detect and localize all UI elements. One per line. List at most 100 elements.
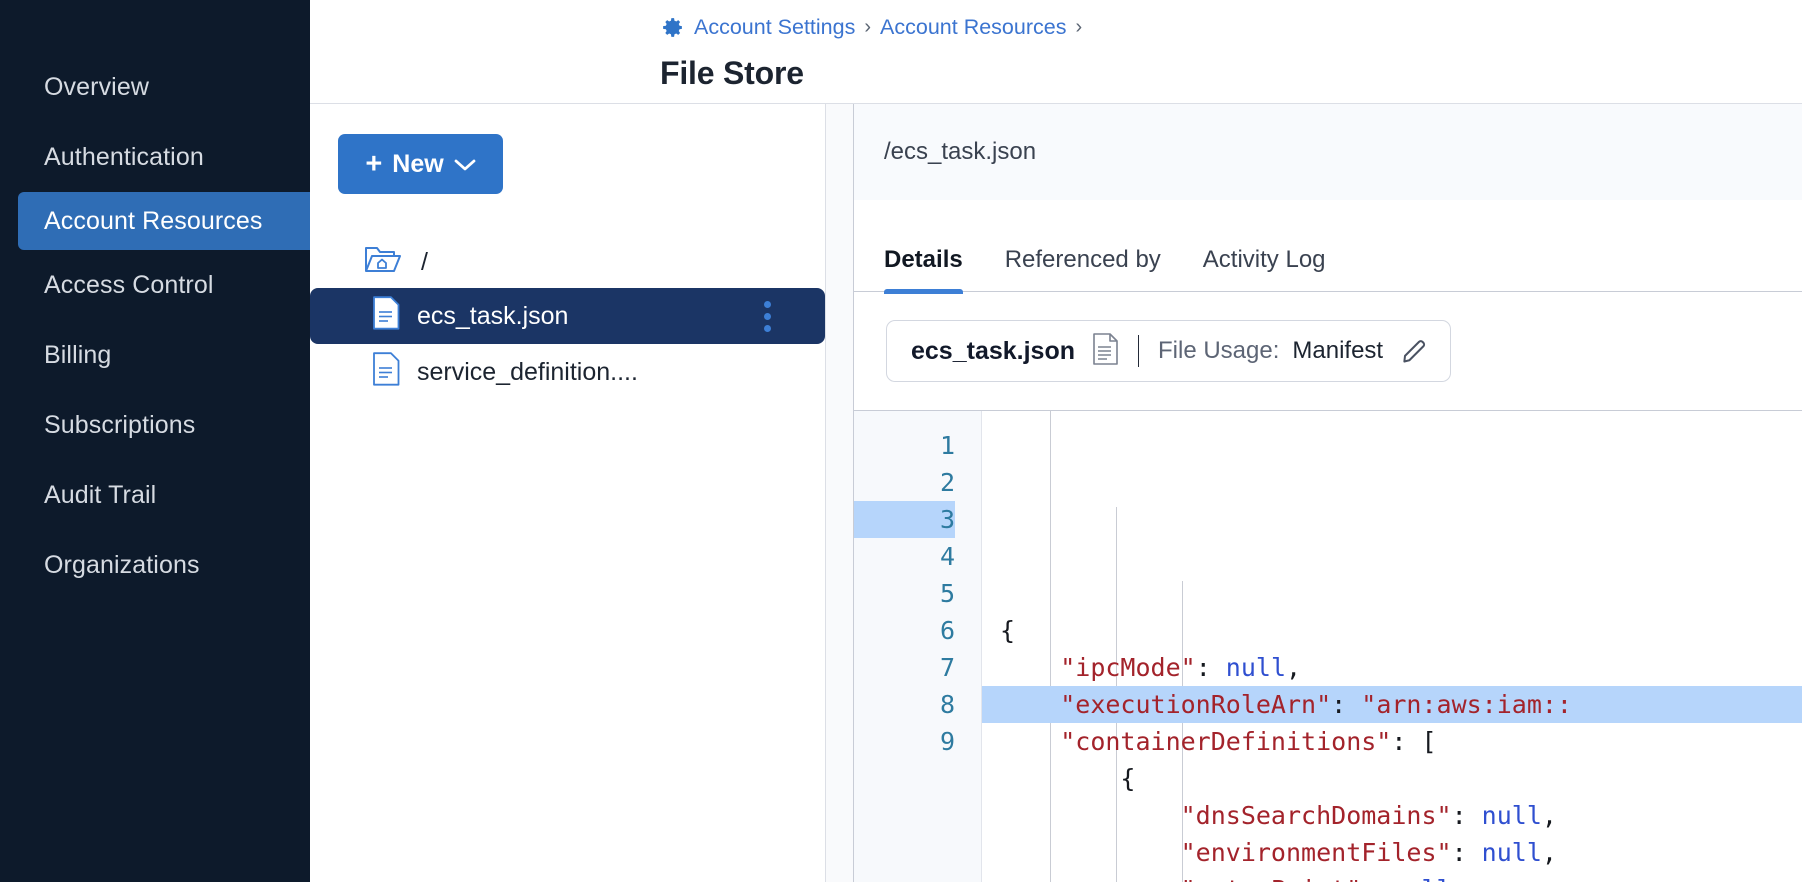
sidebar-item-account-resources[interactable]: Account Resources: [18, 192, 310, 250]
pane-divider[interactable]: [825, 104, 826, 882]
file-meta-area: ecs_task.json File Usage:: [854, 292, 1802, 382]
line-number: 3: [854, 501, 955, 538]
code-line: {: [982, 612, 1802, 649]
code-token: ,: [1541, 838, 1557, 867]
code-token: :: [1331, 690, 1362, 719]
code-token: [1000, 653, 1060, 682]
code-token: null: [1391, 875, 1451, 882]
code-token: {: [1000, 616, 1016, 645]
code-line: "entryPoint": null,: [982, 871, 1802, 882]
code-token: [1000, 875, 1181, 882]
breadcrumb-item-account-resources[interactable]: Account Resources: [880, 14, 1067, 39]
new-button-label: New: [392, 149, 444, 178]
code-token: :: [1451, 801, 1482, 830]
line-number: 2: [939, 468, 955, 497]
sidebar-item-label: Authentication: [44, 142, 204, 171]
code-token: {: [1000, 764, 1136, 793]
file-detail-pane: /ecs_task.json Details Referenced by Activ…: [854, 104, 1802, 882]
line-number: 7: [939, 653, 955, 682]
code-token: null: [1225, 653, 1287, 682]
sidebar-item-overview[interactable]: Overview: [0, 52, 310, 122]
code-token: "dnsSearchDomains": [1180, 801, 1452, 830]
sidebar-item-access-control[interactable]: Access Control: [0, 250, 310, 320]
sidebar-item-authentication[interactable]: Authentication: [0, 122, 310, 192]
kebab-menu-icon[interactable]: [764, 300, 771, 332]
chip-file-name: ecs_task.json: [911, 336, 1075, 365]
new-button[interactable]: + New: [338, 134, 503, 194]
line-number: 1: [939, 431, 955, 460]
sidebar-item-label: Audit Trail: [44, 480, 157, 509]
line-number: 4: [939, 542, 955, 571]
code-token: ,: [1541, 801, 1557, 830]
breadcrumb: Account Settings › Account Resources ›: [660, 10, 1802, 44]
file-path-bar: /ecs_task.json: [854, 104, 1802, 200]
breadcrumb-item-account-settings[interactable]: Account Settings: [694, 14, 856, 39]
line-number: 6: [939, 616, 955, 645]
file-usage-value: Manifest: [1292, 337, 1384, 364]
code-token: [1000, 727, 1060, 756]
chip-divider: [1138, 335, 1139, 367]
tab-referenced-by[interactable]: Referenced by: [1004, 246, 1161, 273]
plus-icon: +: [365, 147, 383, 180]
code-token: [1000, 838, 1181, 867]
code-token: : [: [1391, 727, 1437, 756]
file-tree: / ecs_task.json service_definition....: [310, 236, 825, 400]
code-token: null: [1481, 838, 1542, 867]
editor-line-numbers: 1 2 3 4 5 6 7 8 9: [854, 411, 982, 882]
tree-root-label: /: [421, 247, 428, 276]
code-token: "ipcMode": [1060, 653, 1196, 682]
code-token: [1000, 690, 1060, 719]
sidebar-item-label: Organizations: [44, 550, 200, 579]
file-path-text: /ecs_task.json: [884, 138, 1037, 165]
code-token: null: [1481, 801, 1542, 830]
sidebar-item-label: Access Control: [44, 270, 214, 299]
sidebar-item-billing[interactable]: Billing: [0, 320, 310, 390]
code-token: "containerDefinitions": [1060, 727, 1392, 756]
file-json-icon: [372, 351, 400, 393]
gear-icon: [660, 15, 685, 40]
breadcrumb-separator-2: ›: [1075, 15, 1083, 38]
chevron-down-icon: [454, 150, 476, 179]
page-title: File Store: [660, 55, 804, 91]
code-line: "dnsSearchDomains": null,: [982, 797, 1802, 834]
sidebar-item-label: Overview: [44, 72, 149, 101]
code-token: [1000, 801, 1181, 830]
tab-activity-log[interactable]: Activity Log: [1202, 246, 1326, 273]
json-code-editor[interactable]: 1 2 3 4 5 6 7 8 9 { "ipcMode": null, "executionR…: [854, 410, 1802, 882]
tree-file-label: service_definition....: [417, 357, 638, 386]
detail-tabs: Details Referenced by Activity Log: [854, 200, 1802, 294]
pencil-edit-icon[interactable]: [1400, 334, 1430, 369]
tree-file-label: ecs_task.json: [417, 301, 569, 330]
code-token: "arn:aws:iam::: [1361, 690, 1572, 719]
sidebar-item-subscriptions[interactable]: Subscriptions: [0, 390, 310, 460]
breadcrumb-separator-1: ›: [864, 15, 872, 38]
tree-file-item[interactable]: service_definition....: [310, 344, 825, 400]
sidebar-item-label: Subscriptions: [44, 410, 196, 439]
code-line: "executionRoleArn": "arn:aws:iam::: [982, 686, 1802, 723]
sidebar-item-audit-trail[interactable]: Audit Trail: [0, 460, 310, 530]
open-folder-home-icon: [364, 243, 402, 282]
code-token: "entryPoint": [1181, 875, 1362, 882]
page-header: Account Settings › Account Resources › F…: [310, 0, 1802, 104]
line-number: 9: [939, 727, 955, 756]
tree-root-folder[interactable]: /: [310, 236, 825, 288]
sidebar-item-label: Billing: [44, 340, 112, 369]
sidebar-item-organizations[interactable]: Organizations: [0, 530, 310, 600]
main-area: Account Settings › Account Resources › F…: [310, 0, 1802, 882]
code-line: "environmentFiles": null,: [982, 834, 1802, 871]
code-token: ,: [1452, 875, 1467, 882]
line-number: 8: [939, 690, 955, 719]
editor-code[interactable]: { "ipcMode": null, "executionRoleArn": "…: [982, 411, 1802, 882]
file-json-icon: [372, 295, 400, 337]
pane-gutter: [826, 104, 854, 882]
code-line: "containerDefinitions": [: [982, 723, 1802, 760]
tree-file-item[interactable]: ecs_task.json: [310, 288, 825, 344]
line-number: 5: [939, 579, 955, 608]
code-token: "executionRoleArn": [1060, 690, 1332, 719]
code-token: "environmentFiles": [1180, 838, 1452, 867]
file-usage-label: File Usage:: [1158, 337, 1280, 364]
tab-details[interactable]: Details: [884, 246, 963, 294]
